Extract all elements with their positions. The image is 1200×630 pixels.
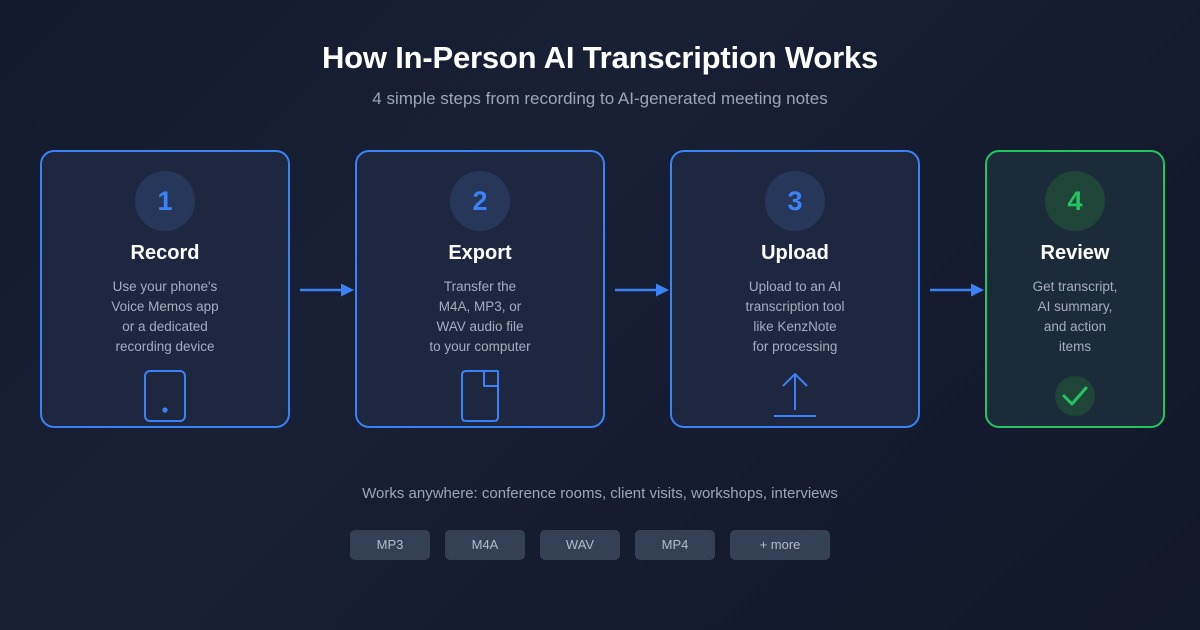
step-title: Upload xyxy=(761,242,829,264)
step-number-badge: 4 xyxy=(1045,171,1105,231)
phone-icon xyxy=(144,370,186,422)
step-number-badge: 2 xyxy=(450,171,510,231)
format-chip-m4a: M4A xyxy=(445,530,525,560)
page-title: How In-Person AI Transcription Works xyxy=(321,40,879,75)
step-card-record: 1 Record Use your phone's Voice Memos ap… xyxy=(40,150,290,428)
arrow-right-icon xyxy=(615,283,669,297)
format-chip-more: + more xyxy=(730,530,830,560)
step-description: Get transcript, AI summary, and action i… xyxy=(1032,279,1118,354)
step-title: Review xyxy=(1040,242,1110,264)
step-title: Record xyxy=(130,242,200,264)
footer-note: Works anywhere: conference rooms, client… xyxy=(362,485,838,502)
step-card-upload: 3 Upload Upload to an AI transcription t… xyxy=(670,150,920,428)
step-description: Upload to an AI transcription tool like … xyxy=(745,279,845,354)
upload-icon xyxy=(774,373,816,417)
step-number-badge: 3 xyxy=(765,171,825,231)
step-title: Export xyxy=(448,242,512,264)
arrow-right-icon xyxy=(930,283,984,297)
page-subtitle: 4 simple steps from recording to AI-gene… xyxy=(372,89,828,108)
format-chip-wav: WAV xyxy=(540,530,620,560)
format-chip-mp4: MP4 xyxy=(635,530,715,560)
file-icon xyxy=(461,370,499,422)
step-card-review: 4 Review Get transcript, AI summary, and… xyxy=(985,150,1165,428)
checkmark-icon xyxy=(1055,376,1095,416)
format-chip-mp3: MP3 xyxy=(350,530,430,560)
arrow-right-icon xyxy=(300,283,354,297)
step-card-export: 2 Export Transfer the M4A, MP3, or WAV a… xyxy=(355,150,605,428)
step-description: Use your phone's Voice Memos app or a de… xyxy=(111,279,219,354)
step-number-badge: 1 xyxy=(135,171,195,231)
step-description: Transfer the M4A, MP3, or WAV audio file… xyxy=(429,279,531,354)
